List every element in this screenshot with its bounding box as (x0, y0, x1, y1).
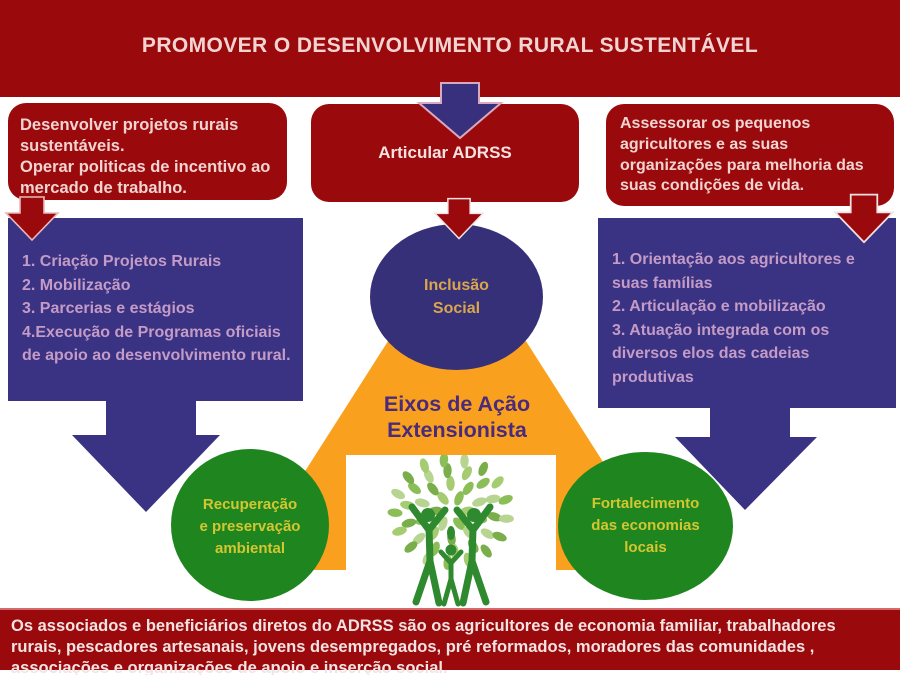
footer-banner: Os associados e beneficiários diretos do… (0, 608, 900, 675)
arrow-down-red-right-icon (833, 193, 895, 244)
leaf-icon (460, 455, 469, 469)
box-assist-farmers: Assessorar os pequenos agricultores e as… (606, 104, 894, 206)
box-farmer-guidance-list: 1. Orientação aos agricultores e suas fa… (598, 218, 896, 408)
leaf-icon (404, 541, 418, 553)
leaf-icon (427, 482, 439, 496)
leaf-icon (480, 528, 495, 539)
leaf-icon (401, 518, 417, 528)
circle-text-line: Fortalecimento (591, 495, 700, 512)
circle-text-line: Inclusão (424, 277, 489, 294)
leaf-icon (446, 475, 455, 491)
list-item: 3. Parcerias e estágios (22, 300, 195, 317)
circle-text-line: Social (432, 300, 481, 317)
arrow-down-purple-left-icon (72, 397, 220, 512)
leaf-icon (461, 466, 473, 481)
leaf-icon (453, 517, 465, 530)
arrow-down-red-left-icon (4, 196, 60, 242)
triangle-title-line: Eixos de Ação (383, 392, 531, 416)
list-item: 1. Criação Projetos Rurais (22, 253, 222, 270)
arrow-down-navy-icon (417, 82, 503, 140)
header-banner: PROMOVER O DESENVOLVIMENTO RURAL SUSTENT… (0, 0, 900, 97)
leaf-icon (414, 498, 430, 508)
circle-text-line: e preservação (199, 518, 301, 535)
leaf-icon (491, 476, 504, 489)
leaf-icon (485, 494, 501, 504)
leaf-icon (392, 526, 407, 536)
footer-text: Os associados e beneficiários diretos do… (11, 617, 836, 675)
leaf-icon (472, 497, 487, 507)
circle-text-line: das economias (591, 517, 700, 534)
list-item: 2. Mobilização (22, 276, 131, 294)
tree-canopy (387, 455, 514, 607)
leaf-icon (443, 463, 452, 479)
leaf-icon (437, 491, 449, 505)
leaf-icon (487, 512, 502, 522)
leaf-icon (498, 514, 514, 523)
leaf-icon (419, 458, 429, 473)
box-text-line: Operar politicas de incentivo ao mercado… (20, 158, 271, 198)
leaf-icon (454, 491, 464, 506)
arrow-down-red-center-icon (433, 197, 485, 240)
leaf-icon (408, 482, 421, 495)
leaf-icon (462, 481, 474, 495)
leaf-icon (387, 508, 403, 517)
circle-environment: Recuperação e preservação ambiental (171, 449, 329, 601)
circle-social-inclusion: Inclusão Social (370, 224, 543, 370)
leaf-icon (478, 461, 489, 476)
triangle-title: Eixos de Ação Extensionista (338, 391, 576, 443)
triangle-title-line: Extensionista (387, 418, 527, 442)
page-title: PROMOVER O DESENVOLVIMENTO RURAL SUSTENT… (141, 33, 759, 57)
box-text-line: Desenvolver projetos rurais sustentáveis… (20, 116, 239, 156)
tree-image-panel (346, 455, 556, 608)
tree-people-figures (408, 503, 494, 607)
box-text-line: Articular ADRSS (378, 143, 512, 163)
arrow-down-purple-right-icon (675, 400, 817, 510)
circle-text-line: Recuperação (202, 496, 298, 513)
circle-local-economies: Fortalecimento das economias locais (558, 452, 733, 600)
leaf-icon (391, 488, 406, 500)
list-item: 3. Atuação integrada com os diversos elo… (612, 321, 830, 386)
circle-text-line: ambiental (214, 540, 286, 557)
box-rural-programs-list: 1. Criação Projetos Rurais 2. Mobilizaçã… (8, 218, 303, 401)
leaf-icon (480, 544, 492, 558)
leaf-icon (402, 471, 415, 484)
leaf-icon (498, 494, 513, 505)
list-item: 2. Articulação e mobilização (612, 298, 826, 315)
box-develop-projects: Desenvolver projetos rurais sustentáveis… (8, 103, 287, 200)
box-text-line: Assessorar os pequenos agricultores e as… (620, 115, 864, 195)
circle-text-line: locais (624, 539, 667, 556)
list-item: 4.Execução de Programas oficiais de apoi… (22, 323, 291, 365)
list-item: 1. Orientação aos agricultores e suas fa… (612, 251, 855, 292)
leaf-icon (439, 455, 449, 468)
leaf-icon (492, 531, 507, 542)
leaf-icon (476, 477, 490, 489)
